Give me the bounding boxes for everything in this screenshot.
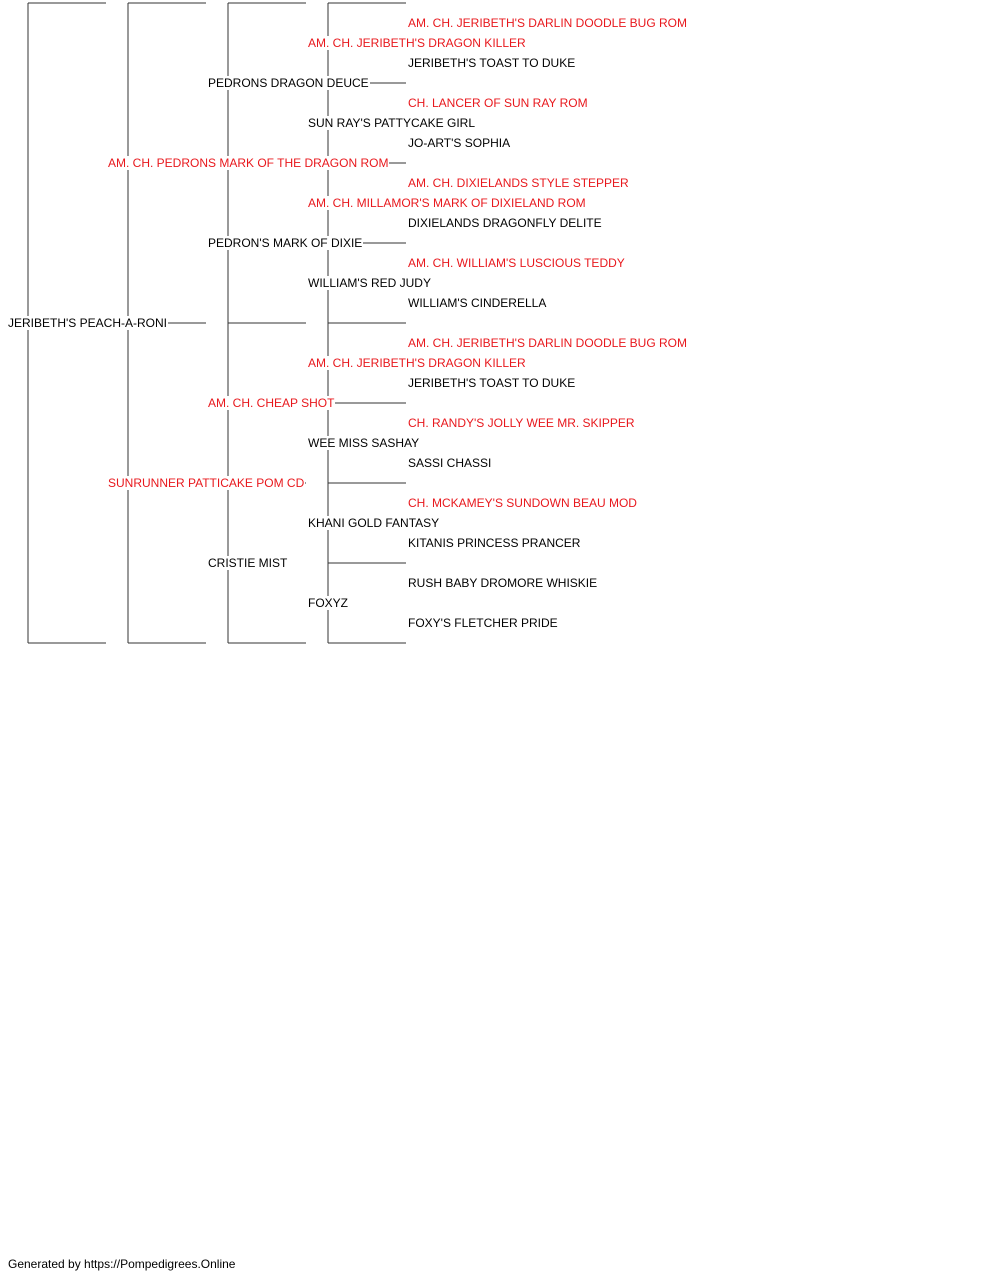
pedigree-entry: WILLIAM'S RED JUDY: [307, 276, 432, 290]
pedigree-entry: CH. LANCER OF SUN RAY ROM: [407, 96, 589, 110]
pedigree-entry: DIXIELANDS DRAGONFLY DELITE: [407, 216, 603, 230]
pedigree-entry: RUSH BABY DROMORE WHISKIE: [407, 576, 599, 590]
pedigree-entry: SASSI CHASSI: [407, 456, 493, 470]
pedigree-entry: PEDRON'S MARK OF DIXIE: [207, 236, 364, 250]
pedigree-entry: CH. MCKAMEY'S SUNDOWN BEAU MOD: [407, 496, 638, 510]
pedigree-entry: FOXY'S FLETCHER PRIDE: [407, 616, 559, 630]
pedigree-entry: SUN RAY'S PATTYCAKE GIRL: [307, 116, 476, 130]
pedigree-entry: PEDRONS DRAGON DEUCE: [207, 76, 370, 90]
pedigree-entry: AM. CH. PEDRONS MARK OF THE DRAGON ROM: [107, 156, 390, 170]
pedigree-entry: AM. CH. WILLIAM'S LUSCIOUS TEDDY: [407, 256, 626, 270]
pedigree-entry: AM. CH. JERIBETH'S DRAGON KILLER: [307, 36, 527, 50]
pedigree-entry: WEE MISS SASHAY: [307, 436, 421, 450]
pedigree-entry: JERIBETH'S TOAST TO DUKE: [407, 56, 577, 70]
pedigree-entry: CRISTIE MIST: [207, 556, 289, 570]
pedigree-entry: AM. CH. JERIBETH'S DRAGON KILLER: [307, 356, 527, 370]
pedigree-entry: AM. CH. JERIBETH'S DARLIN DOODLE BUG ROM: [407, 16, 688, 30]
pedigree-entry: CH. RANDY'S JOLLY WEE MR. SKIPPER: [407, 416, 636, 430]
footer-credit: Generated by https://Pompedigrees.Online: [8, 1257, 236, 1271]
pedigree-entry: JO-ART'S SOPHIA: [407, 136, 512, 150]
pedigree-entry: JERIBETH'S PEACH-A-RONI: [7, 316, 168, 330]
pedigree-entry: WILLIAM'S CINDERELLA: [407, 296, 548, 310]
pedigree-entry: AM. CH. JERIBETH'S DARLIN DOODLE BUG ROM: [407, 336, 688, 350]
pedigree-entry: SUNRUNNER PATTICAKE POM CD: [107, 476, 306, 490]
pedigree-entry: KHANI GOLD FANTASY: [307, 516, 441, 530]
pedigree-entry: KITANIS PRINCESS PRANCER: [407, 536, 582, 550]
pedigree-entry: FOXYZ: [307, 596, 350, 610]
pedigree-entry: AM. CH. MILLAMOR'S MARK OF DIXIELAND ROM: [307, 196, 587, 210]
pedigree-entry: AM. CH. DIXIELANDS STYLE STEPPER: [407, 176, 630, 190]
pedigree-entry: AM. CH. CHEAP SHOT: [207, 396, 336, 410]
pedigree-entry: JERIBETH'S TOAST TO DUKE: [407, 376, 577, 390]
